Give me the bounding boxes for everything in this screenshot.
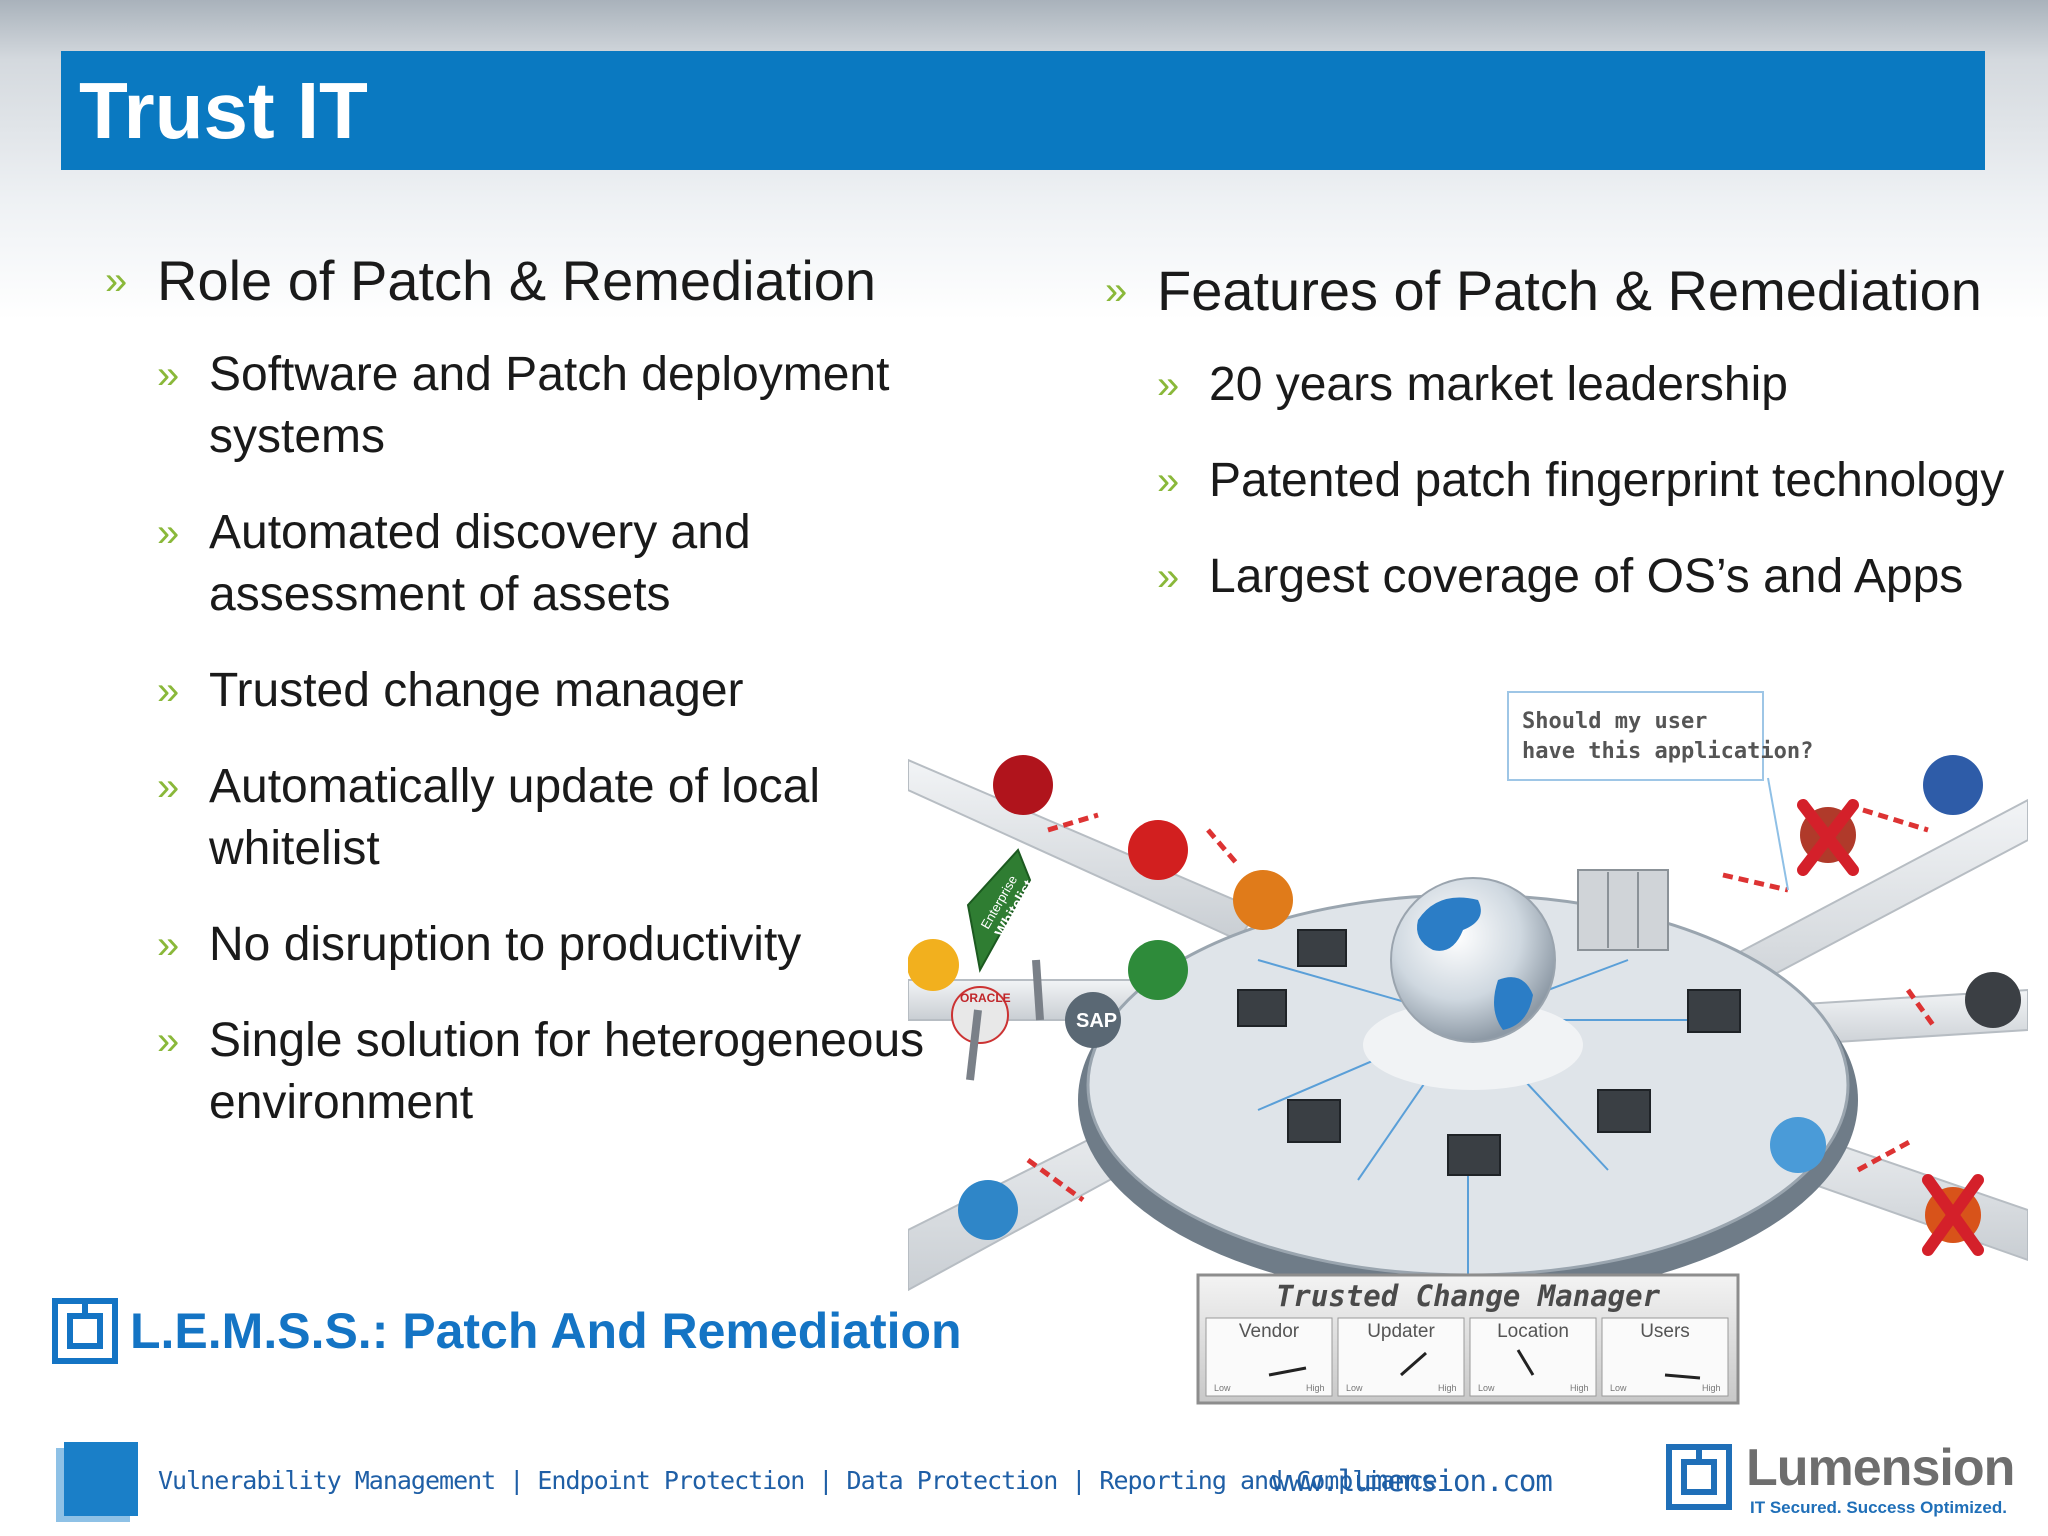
brand-logo: Lumension IT Secured. Success Optimized. (1664, 1439, 2024, 1522)
svg-text:High: High (1306, 1383, 1325, 1393)
laptop-icon (1237, 989, 1287, 1027)
right-item: Largest coverage of OS’s and Apps (1157, 546, 2025, 608)
flash-icon (1128, 820, 1188, 880)
bullet-icon (1105, 258, 1157, 324)
laptop-icon (1447, 1134, 1501, 1176)
brand-tagline: IT Secured. Success Optimized. (1750, 1498, 2007, 1517)
lumension-logo-icon (1666, 1444, 1732, 1510)
svg-text:High: High (1702, 1383, 1721, 1393)
quicktime-icon (958, 1180, 1018, 1240)
network-diagram: Enterprise Whitelist ORACLE SAP Should m… (908, 691, 2028, 1405)
lumension-logo-icon (52, 1298, 118, 1364)
sap-label: SAP (1076, 1010, 1117, 1032)
left-heading: Role of Patch & Remediation (105, 248, 925, 314)
bullet-icon (1157, 546, 1209, 608)
laptop-icon (1297, 929, 1347, 967)
svg-text:Low: Low (1478, 1383, 1495, 1393)
svg-text:Vendor: Vendor (1239, 1321, 1300, 1342)
bullet-icon (157, 660, 209, 722)
gauge-location: Location Low High (1469, 1317, 1597, 1397)
title-bar: Trust IT (61, 51, 1985, 170)
app-sphere-icon (1128, 940, 1188, 1000)
endpoint-computers (1237, 929, 1741, 1176)
right-item: Patented patch fingerprint technology (1157, 450, 2025, 512)
svg-text:Location: Location (1497, 1321, 1569, 1342)
server-rack-icon (1577, 869, 1669, 951)
svg-text:Users: Users (1640, 1321, 1690, 1342)
boom-gates (1026, 807, 1936, 1203)
gauge-updater: Updater Low High (1337, 1317, 1465, 1397)
app-icons (908, 755, 2021, 1243)
svg-text:Low: Low (1214, 1383, 1231, 1393)
svg-text:Low: Low (1346, 1383, 1363, 1393)
callout: Should my user have this application? (1507, 691, 1813, 891)
lemss-caption: L.E.M.S.S.: Patch And Remediation (52, 1298, 962, 1364)
slide-title: Trust IT (79, 66, 368, 155)
blocked-x-icon (1797, 799, 1984, 1256)
spade-icon (1965, 972, 2021, 1028)
trusted-change-manager-panel: Trusted Change Manager Vendor Low High U… (1196, 1273, 1740, 1405)
bullet-icon (157, 1010, 209, 1072)
windows-icon (908, 939, 959, 991)
monitor-icon (1597, 1089, 1651, 1133)
whitelist-sign: Enterprise Whitelist (966, 848, 1044, 1081)
right-heading: Features of Patch & Remediation (1105, 258, 2025, 324)
oracle-label: ORACLE (960, 991, 1011, 1005)
footer-url: www.lumension.com (1272, 1464, 1553, 1498)
left-column: Role of Patch & Remediation Software and… (105, 248, 925, 1168)
monitor-icon (1287, 1099, 1341, 1143)
sap-icon (1065, 992, 1121, 1048)
bullet-icon (1157, 450, 1209, 512)
lemss-text: L.E.M.S.S.: Patch And Remediation (130, 1303, 962, 1359)
svg-text:High: High (1570, 1383, 1589, 1393)
left-item: No disruption to productivity (157, 914, 925, 976)
bullet-icon (157, 756, 209, 818)
footer-square-icon (64, 1442, 138, 1516)
tcm-title: Trusted Change Manager (1276, 1279, 1661, 1313)
svg-text:Low: Low (1610, 1383, 1627, 1393)
callout-line2: have this application? (1522, 739, 1813, 764)
globe-icon (1363, 877, 1583, 1090)
left-item: Single solution for heterogeneous enviro… (157, 1010, 925, 1134)
brand-name: Lumension (1746, 1439, 2015, 1497)
bullet-icon (157, 344, 209, 406)
left-item: Trusted change manager (157, 660, 925, 722)
bullet-icon (105, 248, 157, 314)
left-item: Software and Patch deployment systems (157, 344, 925, 468)
svg-text:Updater: Updater (1367, 1321, 1435, 1342)
firefox-icon (1233, 870, 1293, 930)
right-column: Features of Patch & Remediation 20 years… (1105, 258, 2025, 642)
footer-links: Vulnerability Management | Endpoint Prot… (158, 1466, 1438, 1495)
left-item: Automated discovery and assessment of as… (157, 502, 925, 626)
footer: Vulnerability Management | Endpoint Prot… (0, 1420, 2048, 1536)
bullet-icon (157, 502, 209, 564)
acrobat-icon (993, 755, 1053, 815)
monitor-icon (1687, 989, 1741, 1033)
messenger-icon (1770, 1117, 1826, 1173)
right-item: 20 years market leadership (1157, 354, 2025, 416)
svg-text:High: High (1438, 1383, 1457, 1393)
callout-line1: Should my user (1522, 709, 1707, 734)
bullet-icon (1157, 354, 1209, 416)
gauge-users: Users Low High (1601, 1317, 1729, 1397)
gauge-vendor: Vendor Low High (1205, 1317, 1333, 1397)
facebook-icon (1923, 755, 1983, 815)
left-item: Automatically update of local whitelist (157, 756, 925, 880)
bullet-icon (157, 914, 209, 976)
